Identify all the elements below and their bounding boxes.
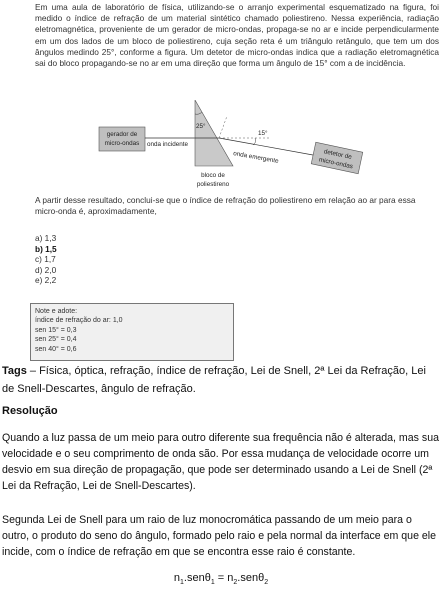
generator-label-2: micro-ondas: [105, 140, 140, 147]
experiment-figure: gerador de micro-ondas onda incidente 25…: [98, 100, 364, 188]
option-a: a) 1,3: [35, 233, 57, 243]
angle-15-label: 15°: [258, 129, 268, 137]
detector-box: [310, 141, 364, 175]
tags-line: Tags – Física, óptica, refração, índice …: [2, 362, 439, 398]
tags-text: – Física, óptica, refração, índice de re…: [2, 365, 426, 395]
note-line: sen 40° = 0,6: [35, 345, 77, 353]
note-title: Note e adote:: [35, 308, 78, 315]
angle-25-arc: [194, 111, 203, 115]
option-e: e) 2,2: [35, 275, 57, 286]
resolution-paragraph-2: Segunda Lei de Snell para um raio de luz…: [2, 514, 437, 558]
note-line: índice de refração do ar: 1,0: [35, 317, 123, 325]
angle-15-arc: [252, 137, 256, 146]
question-intro: Em uma aula de laboratório de física, ut…: [35, 2, 439, 69]
tags-label: Tags: [2, 365, 27, 377]
normal-line-2: [218, 115, 228, 139]
emergent-ray: [218, 137, 314, 156]
note-line: sen 25° = 0,4: [35, 336, 77, 344]
angle-25-label: 25°: [196, 122, 206, 130]
note-line: sen 15° = 0,3: [35, 326, 77, 334]
option-b: b) 1,5: [35, 243, 57, 254]
block-label-1: bloco de: [201, 172, 225, 179]
polystyrene-block: [194, 100, 234, 167]
snell-formula: n1.senθ1 = n2.senθ2: [173, 572, 269, 587]
option-d: d) 2,0: [35, 264, 57, 275]
generator-box: [98, 126, 146, 152]
block-label-2: poliestireno: [197, 181, 230, 188]
option-c: c) 1,7: [35, 254, 56, 265]
question-prompt: A partir desse resultado, conclui-se que…: [35, 195, 416, 217]
resolution-heading: Resolução: [2, 405, 58, 417]
answer-options: a) 1,3 b) 1,5 c) 1,7 d) 2,0 e) 2,2: [35, 233, 57, 286]
emergent-label: onda emergente: [233, 150, 280, 165]
generator-label-1: gerador de: [107, 131, 138, 138]
resolution-paragraph-1: Quando a luz passa de um meio para outro…: [2, 432, 439, 492]
note-box: Note e adote: índice de refração do ar: …: [30, 303, 234, 361]
incident-label: onda incidente: [147, 141, 188, 148]
